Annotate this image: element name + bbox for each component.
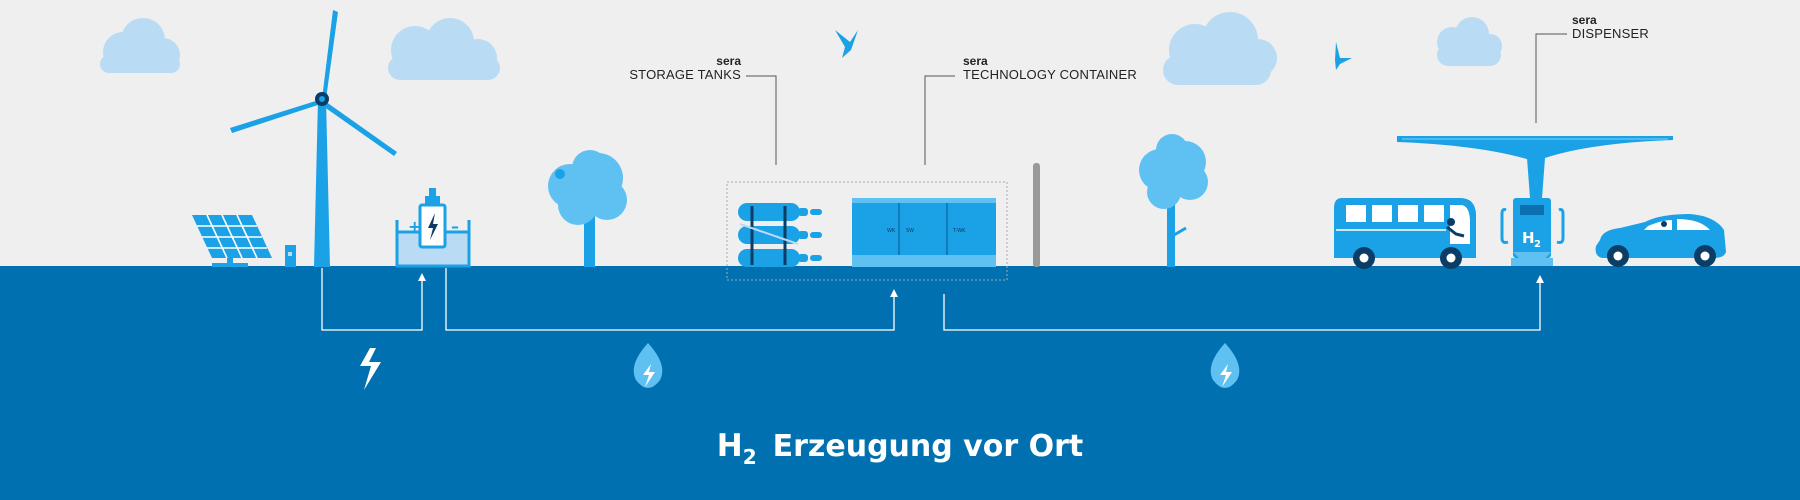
dispenser-brand: sera xyxy=(1572,13,1597,27)
cloud-icon xyxy=(1163,12,1277,85)
bird-icon xyxy=(835,30,858,58)
container-mark-sw: SW xyxy=(906,228,914,234)
installation-boundary xyxy=(726,181,1008,281)
caption-h: H xyxy=(716,428,743,464)
dispenser-callout: sera DISPENSER xyxy=(1572,13,1692,41)
flow-lines xyxy=(321,268,1541,331)
storage-tanks-callout: sera STORAGE TANKS xyxy=(600,54,741,82)
dispenser-canopy xyxy=(1397,136,1673,198)
lightning-icon xyxy=(360,348,381,390)
car-icon xyxy=(1595,214,1726,267)
hydrogen-drop-icon xyxy=(633,343,663,388)
caption-title: H2 Erzeugung vor Ort xyxy=(0,428,1800,469)
cloud-icon xyxy=(100,18,180,73)
flow-arrowheads xyxy=(418,273,1544,297)
gray-pole xyxy=(1033,163,1040,267)
bus-icon xyxy=(1334,198,1476,269)
svg-text:–: – xyxy=(451,217,459,236)
hydrogen-drop-icon xyxy=(1210,343,1240,388)
solar-panel-icon xyxy=(192,214,296,267)
technology-container-callout: sera TECHNOLOGY CONTAINER xyxy=(963,54,1163,82)
callout-lines xyxy=(746,33,1567,165)
technology-container-icon: WK SW T-WK xyxy=(852,198,996,267)
container-mark-wk: WK xyxy=(887,228,896,234)
dispenser-label: DISPENSER xyxy=(1572,26,1649,41)
electrolyzer-icon: + – xyxy=(395,188,471,268)
storage-tanks-brand: sera xyxy=(716,54,741,68)
container-mark-twk: T-WK xyxy=(952,228,966,234)
dispenser-badge-sub: 2 xyxy=(1534,239,1541,250)
caption-text: Erzeugung vor Ort xyxy=(772,429,1084,464)
tree-icon xyxy=(1139,134,1208,267)
dispenser-icon: H 2 xyxy=(1500,198,1565,266)
caption-sub: 2 xyxy=(742,445,757,469)
bird-icon xyxy=(1335,42,1352,70)
svg-text:+: + xyxy=(408,217,421,236)
technology-container-brand: sera xyxy=(963,54,988,68)
dispenser-badge-h: H xyxy=(1522,229,1535,247)
technology-container-label: TECHNOLOGY CONTAINER xyxy=(963,67,1137,82)
cloud-icon xyxy=(388,18,500,80)
wind-turbine-icon xyxy=(230,10,397,267)
ground xyxy=(0,266,1800,500)
tree-icon xyxy=(548,150,627,267)
storage-tanks-icon xyxy=(738,203,822,267)
cloud-icon xyxy=(1437,17,1502,66)
storage-tanks-label: STORAGE TANKS xyxy=(629,67,741,82)
